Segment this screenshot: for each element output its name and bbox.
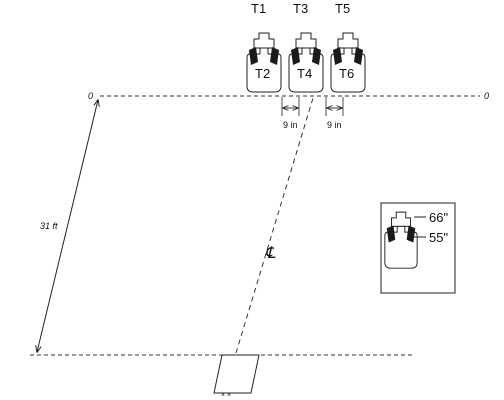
target-T3-T4 [288, 32, 324, 93]
distance-label: 31 ft [40, 221, 58, 231]
gap-label: 9 in [283, 120, 298, 130]
legend-lower-height: 55" [429, 230, 448, 245]
target-label-bottom: T2 [255, 66, 270, 81]
gap-dimension-2: 9 in [325, 97, 344, 130]
target-label-top: T3 [293, 1, 308, 16]
target-label-top: T1 [251, 1, 266, 16]
centerline [235, 97, 314, 354]
target-label-bottom: T4 [297, 66, 312, 81]
target-label-top: T5 [335, 1, 350, 16]
zero-label-right: 0 [484, 91, 489, 101]
gap-label: 9 in [327, 120, 342, 130]
centerline-symbol: ℄ [265, 245, 276, 262]
gap-dimension-1: 9 in [281, 97, 300, 130]
distance-arrow [37, 100, 98, 352]
target-T5-T6 [330, 32, 366, 93]
svg-text:× ×: × × [221, 392, 231, 399]
target-T1-T2 [246, 32, 282, 93]
zero-label-left: 0 [88, 91, 93, 101]
target-label-bottom: T6 [339, 66, 354, 81]
legend-upper-height: 66" [429, 210, 448, 225]
shooter-position-box: × × [213, 354, 260, 399]
height-legend: 66" 55" [380, 202, 456, 294]
